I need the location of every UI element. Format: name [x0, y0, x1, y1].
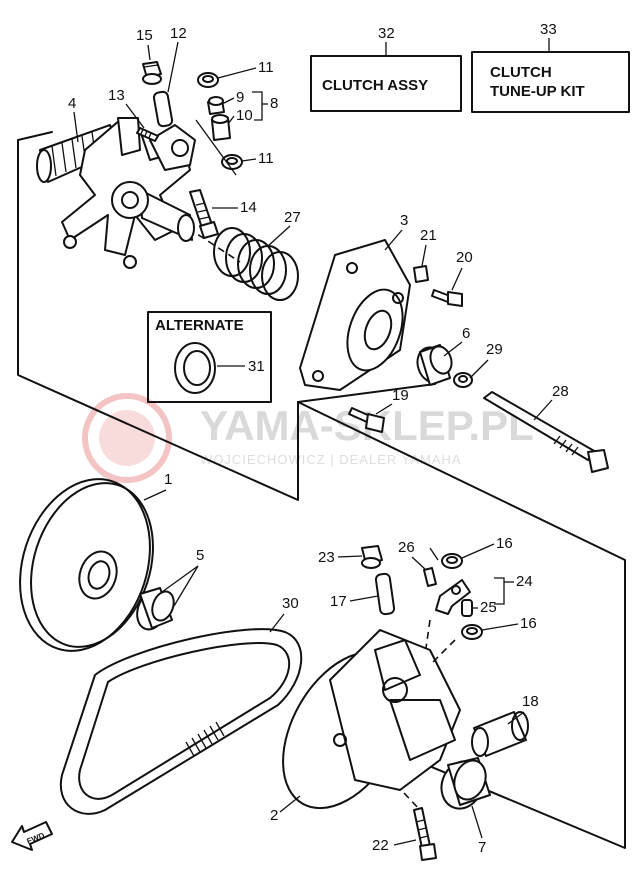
callout-11-lower: 11 — [258, 150, 274, 167]
callout-22: 22 — [372, 837, 389, 854]
callout-17: 17 — [330, 593, 347, 610]
fwd-arrow: FWD — [11, 821, 53, 851]
part-16-collar-upper — [441, 553, 463, 569]
tune-up-kit-line2: TUNE-UP KIT — [490, 83, 585, 100]
callout-3: 3 — [400, 212, 408, 229]
part-12-pin — [152, 90, 174, 128]
part-1-sheave — [19, 478, 154, 652]
part-25-roller — [461, 599, 473, 617]
callout-26: 26 — [398, 539, 415, 556]
callout-29: 29 — [486, 341, 503, 358]
callout-23: 23 — [318, 549, 335, 566]
callout-30: 30 — [282, 595, 299, 612]
callout-16-lower: 16 — [520, 615, 537, 632]
callout-2: 2 — [270, 807, 278, 824]
callout-12: 12 — [170, 25, 187, 42]
part-23-nut — [361, 545, 383, 569]
callout-24: 24 — [516, 573, 533, 590]
part-7-bushing — [440, 757, 491, 810]
callout-33: 33 — [540, 21, 557, 38]
callout-32: 32 — [378, 25, 395, 42]
callout-31: 31 — [248, 358, 265, 375]
callout-27: 27 — [284, 209, 301, 226]
callout-14: 14 — [240, 199, 257, 216]
part-13-screw — [136, 127, 159, 142]
callout-4: 4 — [68, 95, 76, 112]
part-24-weight-arm — [435, 579, 471, 615]
part-16-collar-lower — [461, 624, 483, 640]
callout-5: 5 — [196, 547, 204, 564]
callout-18: 18 — [522, 693, 539, 710]
part-9-weight — [207, 96, 225, 115]
part-3-cover — [299, 239, 411, 391]
part-10-roller — [211, 114, 231, 141]
part-20-bolt — [431, 289, 463, 307]
callout-19: 19 — [392, 387, 409, 404]
alternate-box: ALTERNATE 31 — [147, 311, 272, 403]
watermark-logo — [82, 393, 172, 483]
part-21-nut — [413, 265, 429, 283]
clutch-assy-label: CLUTCH ASSY — [322, 77, 428, 94]
callout-1: 1 — [164, 471, 172, 488]
part-22-bolt — [413, 807, 437, 861]
part-19-bolt — [348, 407, 385, 433]
part-28-long-bolt — [483, 391, 609, 473]
callout-28: 28 — [552, 383, 569, 400]
callout-25: 25 — [480, 599, 497, 616]
callouts: 15 12 13 4 11 9 10 8 11 14 27 3 21 20 6 … — [68, 25, 569, 856]
part-30-belt — [59, 628, 303, 815]
part-11-collar-upper — [197, 72, 219, 88]
part-14-bolt — [189, 189, 219, 239]
callout-10: 10 — [236, 107, 253, 124]
callout-13: 13 — [108, 87, 125, 104]
alternate-title: ALTERNATE — [155, 317, 244, 334]
part-27-spring — [213, 227, 299, 301]
part-6-bushing — [416, 344, 453, 386]
callout-9: 9 — [236, 89, 244, 106]
callout-21: 21 — [420, 227, 437, 244]
callout-15: 15 — [136, 27, 153, 44]
part-26-screw — [423, 567, 437, 587]
clutch-assy-box: 32 CLUTCH ASSY — [310, 25, 462, 112]
callout-6: 6 — [462, 325, 470, 342]
callout-16-upper: 16 — [496, 535, 513, 552]
assembly-outline-lower — [297, 401, 626, 849]
part-11-collar-lower — [221, 154, 243, 170]
part-18-sleeve — [471, 711, 529, 757]
tune-up-kit-box: 33 CLUTCH TUNE-UP KIT — [471, 21, 630, 113]
callout-7: 7 — [478, 839, 486, 856]
part-4-spider-hub — [36, 117, 196, 269]
watermark-subtitle: WOJCIECHOWICZ | DEALER YAMAHA — [200, 452, 462, 467]
watermark-logo-inner — [99, 410, 155, 466]
callout-11-upper: 11 — [258, 59, 274, 76]
part-2-movable-sheave — [282, 629, 461, 810]
part-5-bushing — [136, 587, 175, 631]
tune-up-kit-line1: CLUTCH — [490, 64, 552, 81]
part-29-nut — [453, 372, 473, 388]
part-17-pin — [374, 572, 396, 616]
part-15-nut — [142, 61, 162, 85]
callout-20: 20 — [456, 249, 473, 266]
callout-8: 8 — [270, 95, 278, 112]
